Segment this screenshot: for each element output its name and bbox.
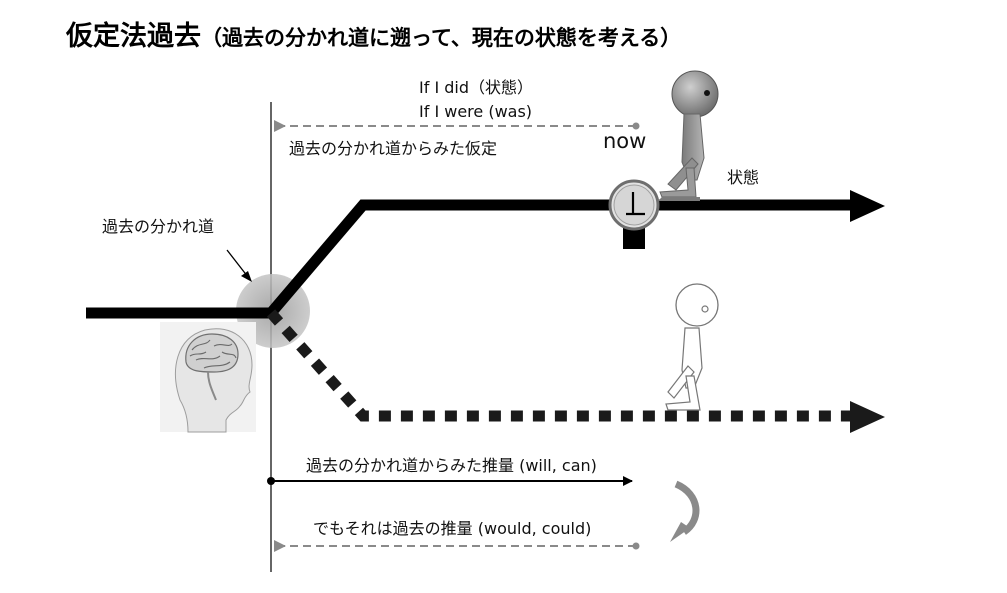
- hypothesis-arrow-origin-dot: [632, 122, 640, 130]
- past-inference-arrow-origin-dot: [632, 542, 640, 550]
- label-now: now: [603, 129, 646, 153]
- fork-callout-arrowhead: [241, 271, 252, 282]
- title-main: 仮定法過去: [66, 21, 201, 52]
- label-hypothesis-from-fork: 過去の分かれ道からみた仮定: [289, 139, 497, 158]
- actual-path: [266, 199, 852, 317]
- label-past-inference: でもそれは過去の推量 (would, could): [313, 519, 591, 538]
- label-fork-point: 過去の分かれ道: [102, 217, 214, 236]
- label-if-were: If I were (was): [419, 102, 532, 121]
- label-inference-from-fork: 過去の分かれ道からみた推量 (will, can): [306, 456, 597, 475]
- clock-icon: [608, 179, 660, 231]
- page-title: 仮定法過去（過去の分かれ道に遡って、現在の状態を考える）: [66, 14, 681, 53]
- label-if-did: If I did（状態）: [419, 78, 533, 97]
- label-state: 状態: [727, 168, 759, 187]
- actual-path-arrowhead: [850, 190, 885, 222]
- brain-head-icon: [160, 322, 256, 433]
- alternate-path-arrowhead: [850, 401, 885, 433]
- walking-person-icon: [658, 70, 719, 201]
- curved-arrow-icon: [670, 480, 700, 542]
- title-sub: （過去の分かれ道に遡って、現在の状態を考える）: [201, 26, 682, 50]
- fork-callout-line: [226, 249, 249, 278]
- alternate-path: [266, 309, 852, 422]
- inference-arrow-origin-dot: [267, 477, 275, 485]
- walking-person-outline-icon: [665, 283, 719, 411]
